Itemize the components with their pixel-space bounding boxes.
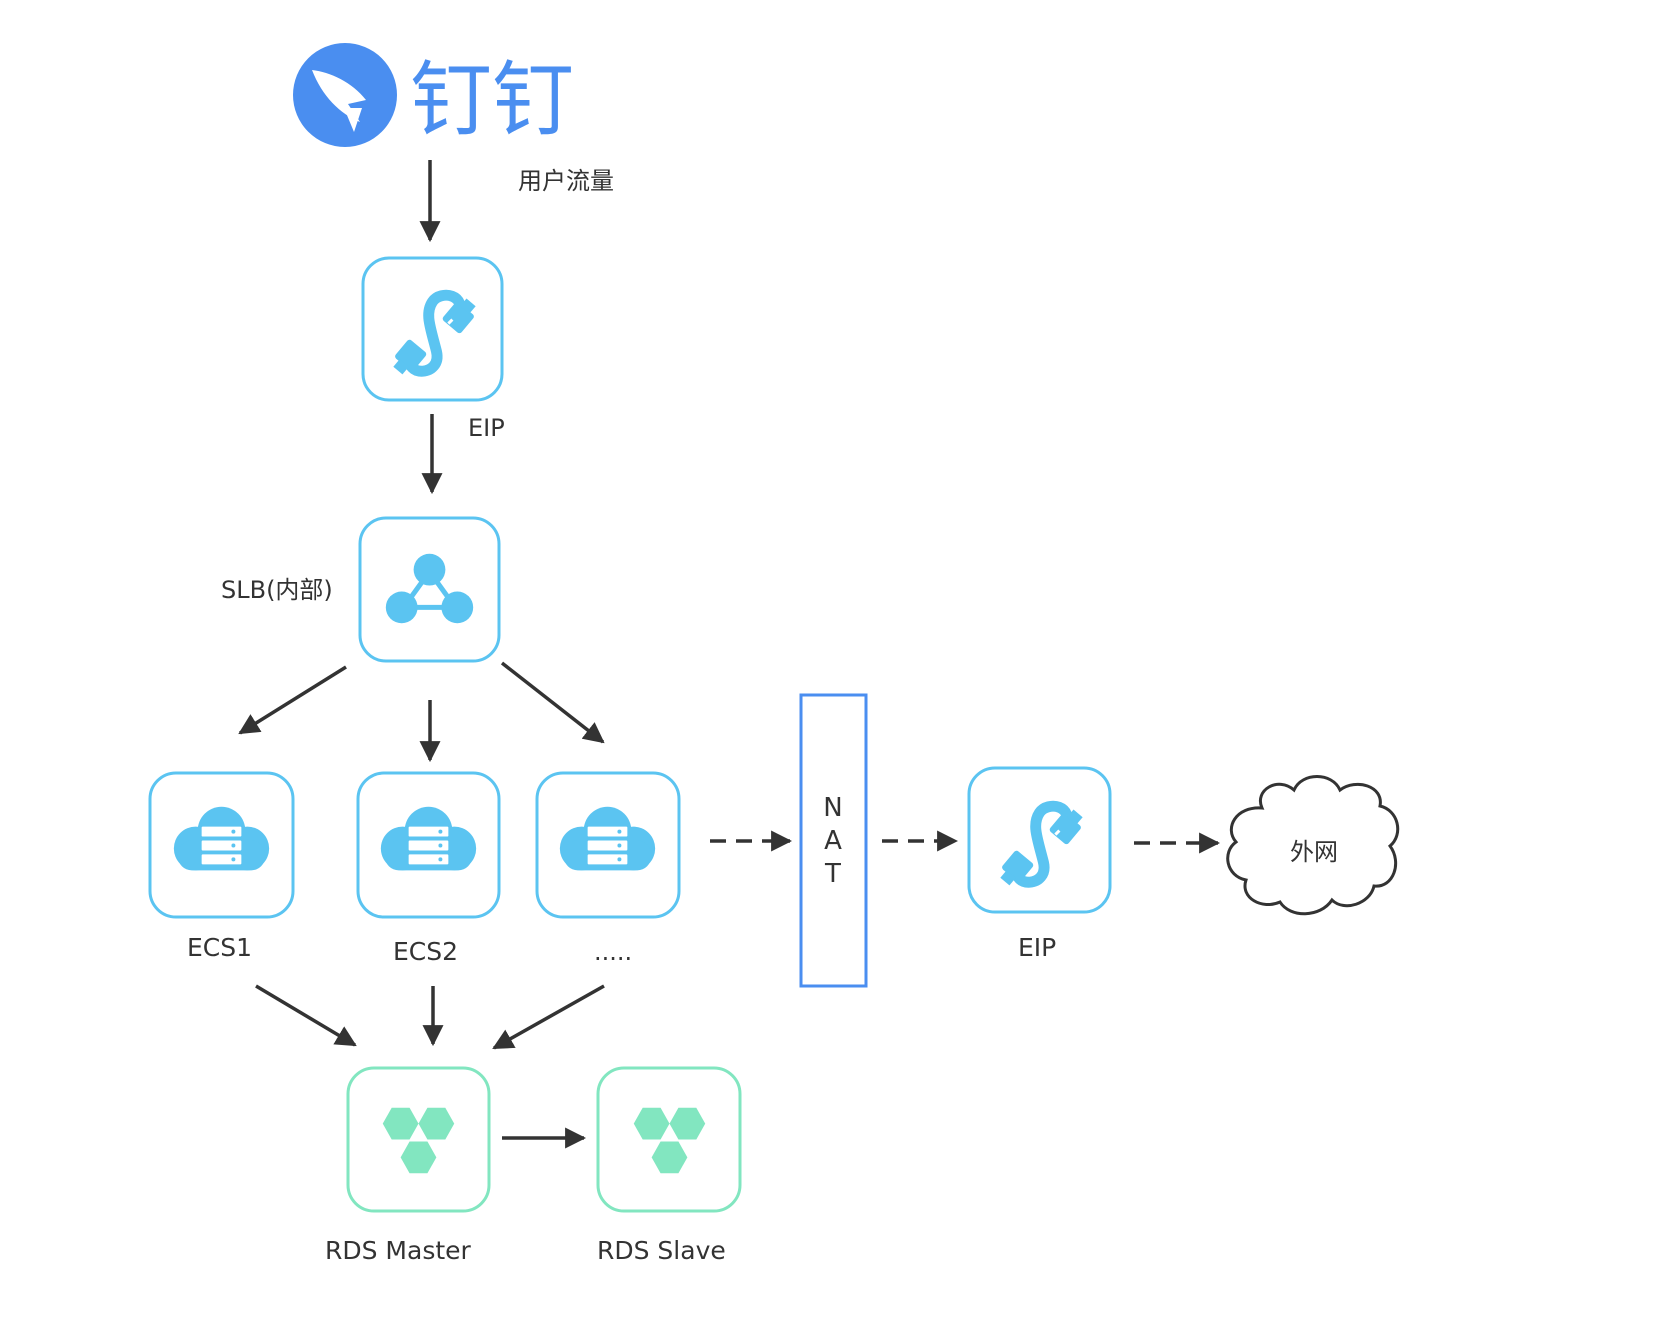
slb-label: SLB(内部) xyxy=(221,576,333,604)
eip-top-node: EIP xyxy=(361,256,505,442)
eip-right-label: EIP xyxy=(1018,933,1056,962)
rds-master-label: RDS Master xyxy=(325,1236,472,1265)
nat-letter-n: N xyxy=(823,793,842,823)
arrow-ecs-more-to-rds-master xyxy=(492,984,605,1050)
rds-slave-label: RDS Slave xyxy=(597,1236,726,1265)
ecs1-node: ECS1 xyxy=(148,771,295,962)
ecs2-node: ECS2 xyxy=(356,771,501,966)
brand-name: 钉钉 xyxy=(410,53,574,148)
rds-master-node: RDS Master xyxy=(325,1066,491,1265)
slb-node: SLB(内部) xyxy=(221,516,501,663)
internet-label: 外网 xyxy=(1290,838,1338,866)
nat-letter-a: A xyxy=(824,826,842,856)
nat-node: N A T xyxy=(799,693,868,988)
arrow-slb-to-ecs-more xyxy=(500,661,605,744)
ecs-more-node: ..... xyxy=(535,771,681,966)
rds-slave-node: RDS Slave xyxy=(596,1066,742,1265)
nat-letter-t: T xyxy=(824,859,841,889)
dingtalk-logo-icon xyxy=(293,43,397,147)
dingtalk-brand: 钉钉 xyxy=(293,43,574,148)
internet-node: 外网 xyxy=(1226,775,1400,916)
ecs2-label: ECS2 xyxy=(393,937,458,966)
dashed-connectors xyxy=(710,830,1221,854)
ecs-more-label: ..... xyxy=(594,938,632,966)
user-traffic-label: 用户流量 xyxy=(518,167,614,195)
eip-right-node: EIP xyxy=(967,766,1112,962)
arrow-slb-to-ecs1 xyxy=(238,665,347,735)
cloud-icon xyxy=(1226,775,1400,916)
eip-top-label: EIP xyxy=(468,414,505,442)
solid-connectors xyxy=(238,160,605,1149)
arrow-ecs1-to-rds-master xyxy=(255,984,357,1047)
ecs1-label: ECS1 xyxy=(187,933,252,962)
